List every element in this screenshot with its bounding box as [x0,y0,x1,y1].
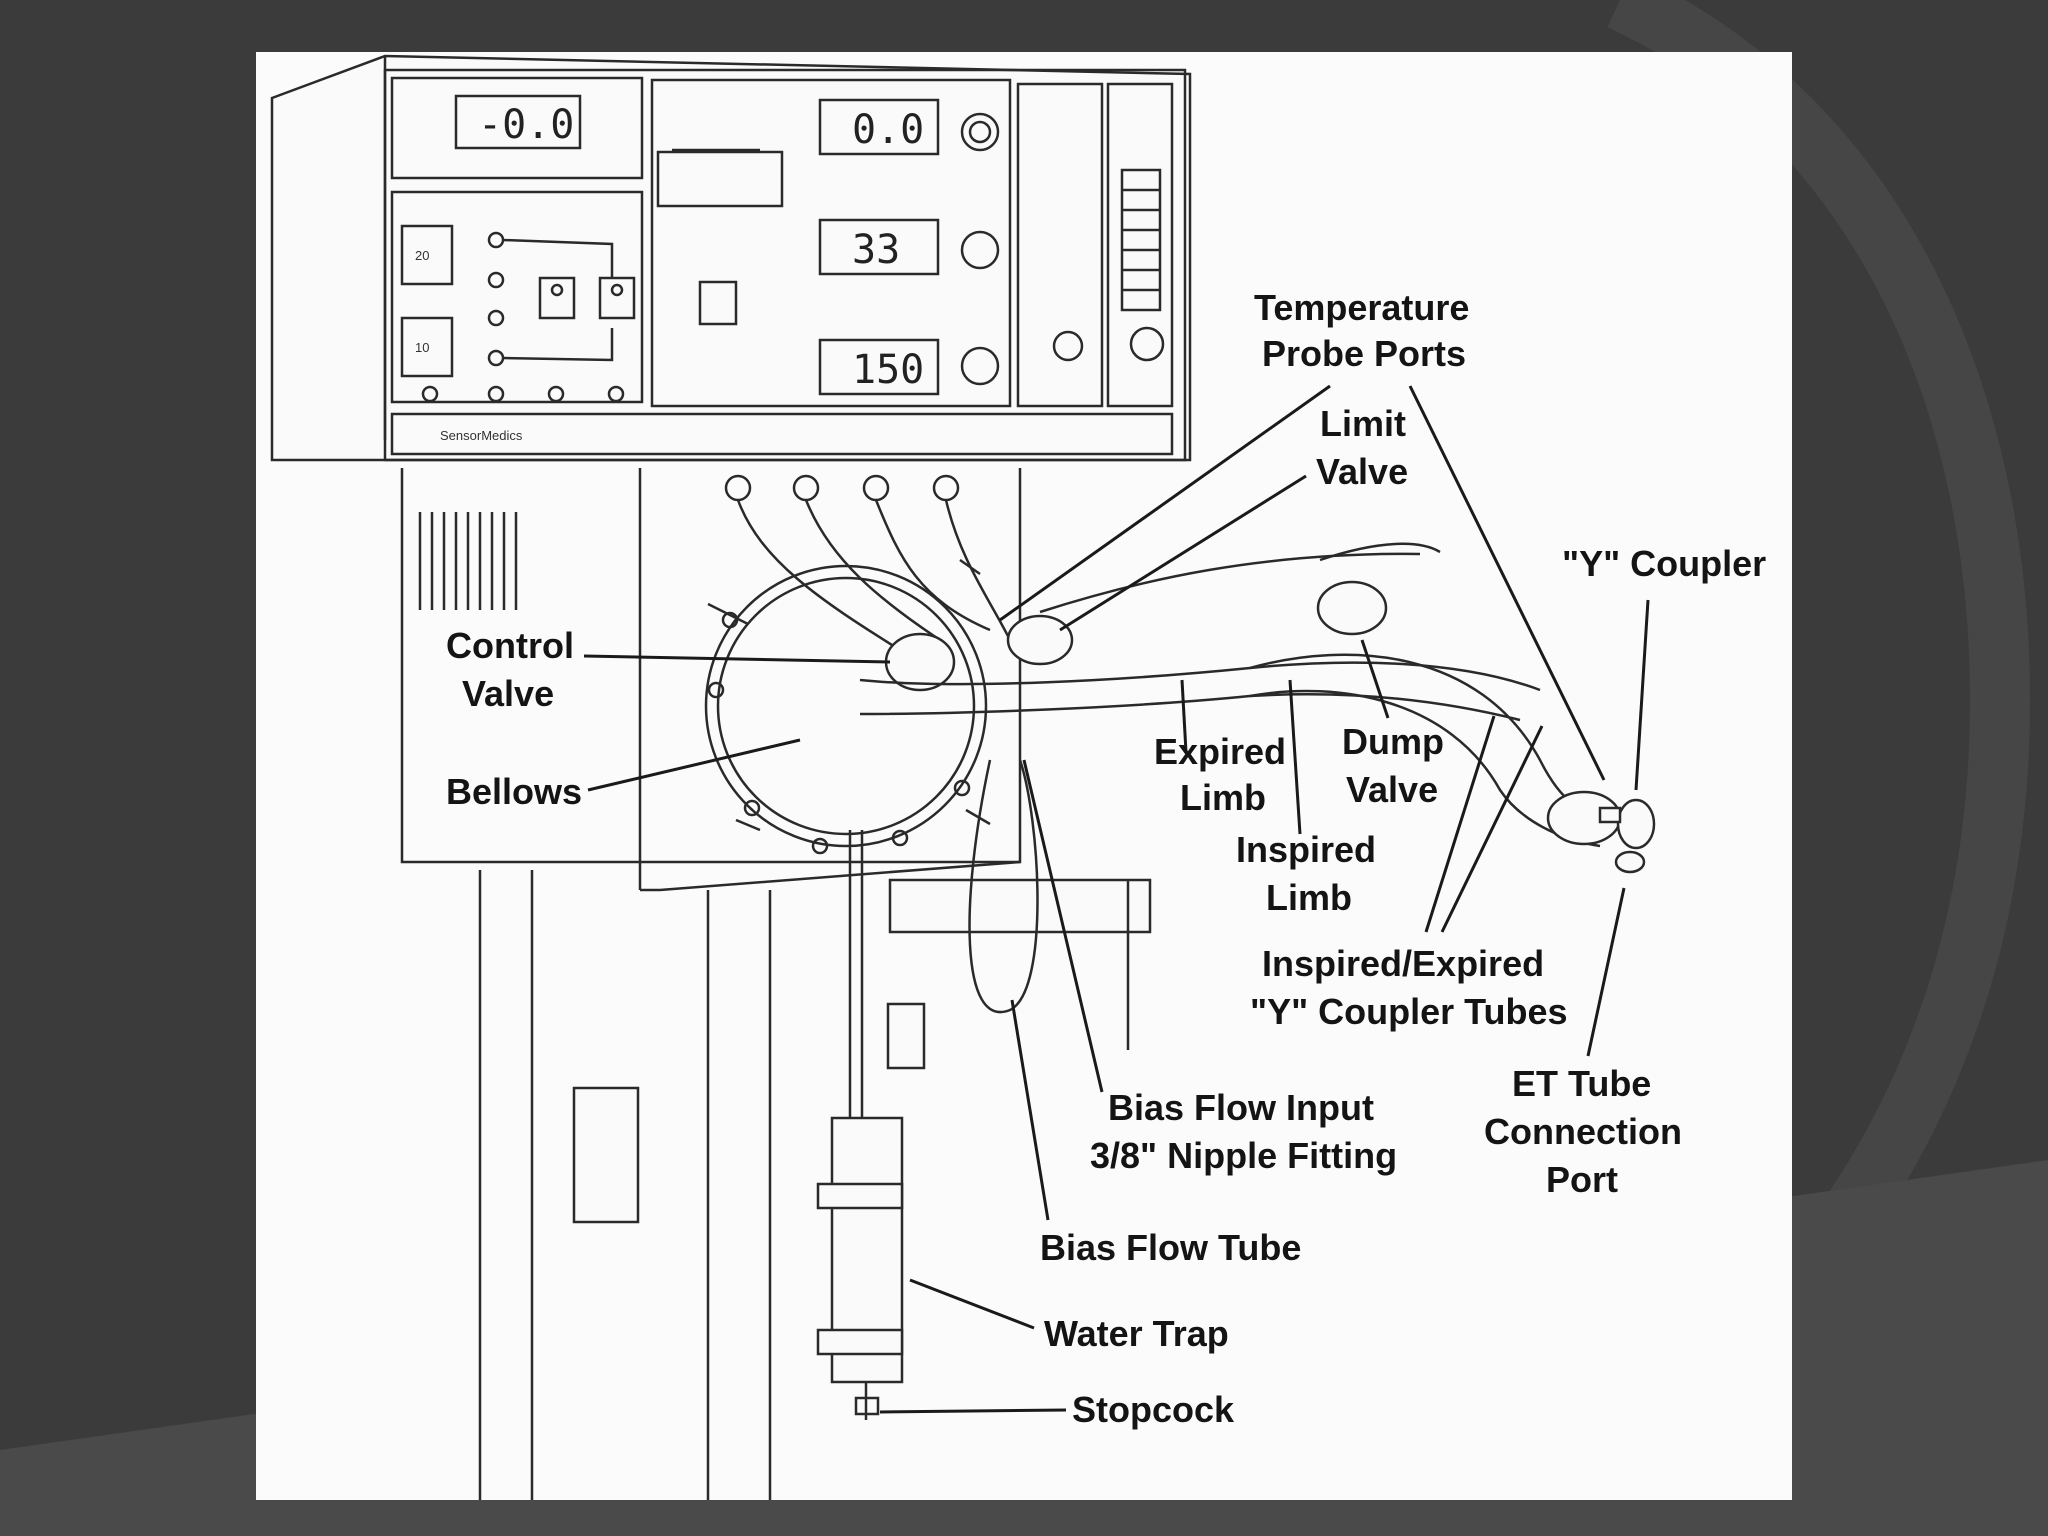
display-oscillator-2: 33 [852,227,900,273]
label-inspired-limb-line1: Inspired [1236,829,1376,870]
patient-circuit [859,542,1656,874]
label-bias-flow-input-line1: Bias Flow Input [1108,1087,1374,1128]
label-inspired-expired-tubes-line2: "Y" Coupler Tubes [1250,991,1568,1032]
label-bias-flow-tube: Bias Flow Tube [1040,1227,1301,1268]
label-water-trap: Water Trap [1044,1313,1229,1354]
cabinet [400,468,1152,1500]
label-dump-valve-line1: Dump [1342,721,1444,762]
control-unit: -0.0 20 10 0.0 33 150 [270,54,1192,462]
label-et-tube-port-line1: ET Tube [1512,1063,1651,1104]
alarm-display-b: 10 [415,340,429,355]
label-limit-valve-line1: Limit [1320,403,1406,444]
label-control-valve-line2: Valve [462,673,554,714]
display-oscillator-1: 0.0 [852,107,924,153]
leader-lines [583,384,1650,1414]
label-temperature-probe-ports-line1: Temperature [1254,287,1469,328]
label-bias-flow-input-line2: 3/8" Nipple Fitting [1090,1135,1397,1176]
label-inspired-limb-line2: Limb [1266,877,1352,918]
callout-labels: Temperature Probe Ports Limit Valve "Y" … [446,287,1766,1430]
alarm-display-a: 20 [415,248,429,263]
label-dump-valve-line2: Valve [1346,769,1438,810]
label-et-tube-port-line3: Port [1546,1159,1618,1200]
label-control-valve-line1: Control [446,625,574,666]
label-et-tube-port-line2: Connection [1484,1111,1682,1152]
label-stopcock: Stopcock [1072,1389,1235,1430]
label-bellows: Bellows [446,771,582,812]
brand-name: SensorMedics [440,428,523,443]
label-y-coupler: "Y" Coupler [1562,543,1766,584]
bellows-assembly [704,474,1074,1122]
label-temperature-probe-ports-line2: Probe Ports [1262,333,1466,374]
label-limit-valve-line2: Valve [1316,451,1408,492]
label-expired-limb-line2: Limb [1180,777,1266,818]
display-oscillator-3: 150 [852,347,924,393]
label-inspired-expired-tubes-line1: Inspired/Expired [1262,943,1544,984]
label-expired-limb-line1: Expired [1154,731,1286,772]
water-trap [816,1116,904,1420]
display-top-left: -0.0 [478,102,574,148]
